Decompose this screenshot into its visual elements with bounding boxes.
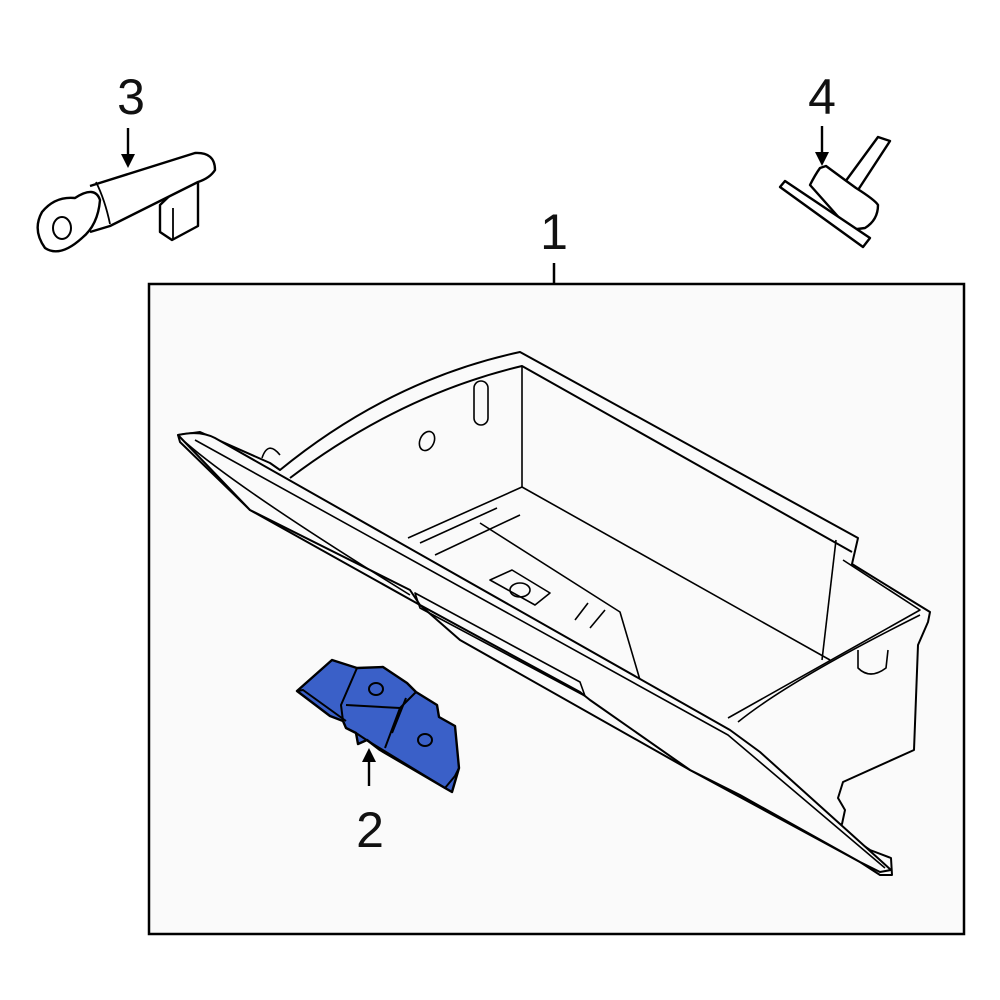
callout-1-label[interactable]: 1	[540, 204, 568, 260]
key-illustration[interactable]	[36, 151, 217, 253]
leader-arrows	[121, 126, 829, 786]
callout-3-label[interactable]: 3	[117, 69, 145, 125]
bracket-illustration[interactable]	[295, 658, 461, 794]
callout-2-label[interactable]: 2	[356, 802, 384, 858]
callout-4-label[interactable]: 4	[808, 69, 836, 125]
glove-box-illustration[interactable]	[177, 351, 931, 876]
bumper-stop-illustration[interactable]	[778, 135, 892, 249]
